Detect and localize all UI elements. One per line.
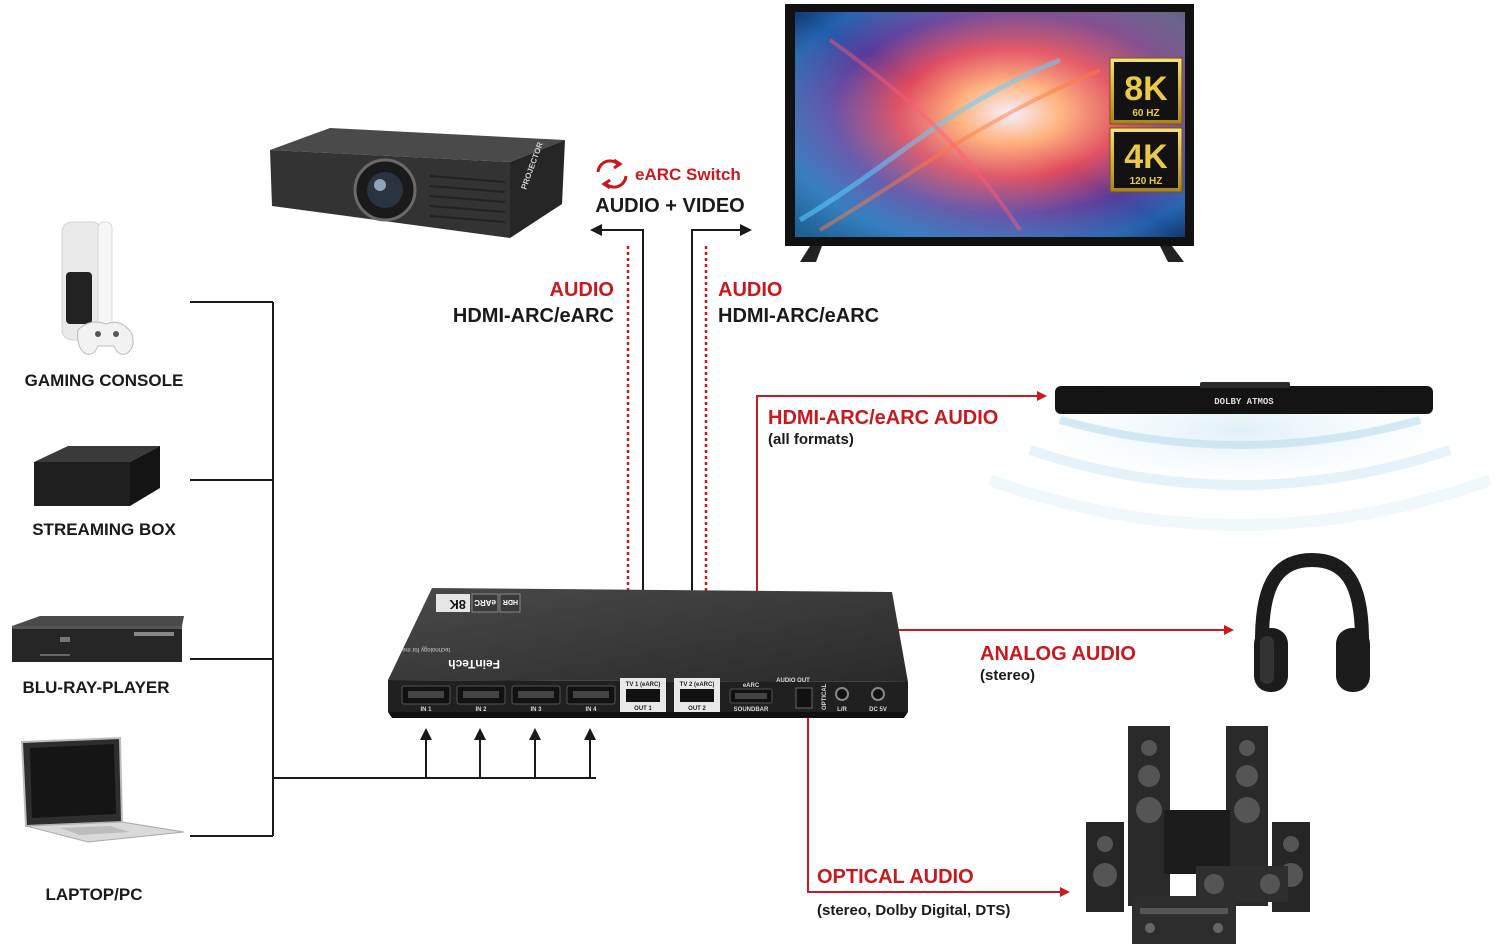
left-audio-title: AUDIO — [550, 279, 614, 301]
input-arrows — [420, 728, 596, 778]
device-logo: FT — [786, 594, 818, 624]
soundbar-audio-sub: (all formats) — [768, 431, 854, 448]
laptop-label: LAPTOP/PC — [46, 885, 143, 904]
bluray-player-label: BLU-RAY-PLAYER — [22, 678, 169, 697]
laptop-icon — [20, 736, 185, 843]
svg-text:IN 4: IN 4 — [585, 707, 597, 713]
hdmi-in-3-port: IN 3 — [511, 685, 561, 713]
svg-text:DOLBY ATMOS: DOLBY ATMOS — [1214, 397, 1274, 407]
svg-text:OPTICAL: OPTICAL — [822, 683, 828, 710]
hdmi-in-1-port: IN 1 — [401, 685, 451, 713]
tv-badge-4k: 4K 120 HZ — [1109, 127, 1183, 193]
optical-audio-title: OPTICAL AUDIO — [817, 866, 974, 888]
svg-text:OUT 2: OUT 2 — [688, 706, 706, 712]
audio-video-label: AUDIO + VIDEO — [595, 195, 744, 217]
optical-port: OPTICAL — [795, 683, 828, 710]
projector-icon: PROJECTOR — [270, 128, 565, 238]
svg-text:IN 2: IN 2 — [475, 707, 487, 713]
video-output-lines — [590, 224, 752, 672]
soundbar-audio-title: HDMI-ARC/eARC AUDIO — [768, 407, 998, 429]
dc-port: DC 5V — [869, 687, 887, 713]
optical-line — [807, 716, 1070, 897]
svg-text:IN 3: IN 3 — [530, 707, 542, 713]
svg-text:TV 2 (eARC): TV 2 (eARC) — [680, 682, 715, 688]
device-badge-earc: eARC — [474, 598, 496, 607]
right-audio-sub: HDMI-ARC/eARC — [718, 305, 879, 327]
gaming-console-label: GAMING CONSOLE — [25, 371, 184, 390]
soundbar-line — [756, 391, 1047, 672]
left-audio-sub: HDMI-ARC/eARC — [453, 305, 614, 327]
svg-text:4K: 4K — [1124, 138, 1168, 176]
bluray-player-icon — [12, 616, 184, 662]
svg-text:DC 5V: DC 5V — [869, 707, 887, 713]
earc-switch-title: eARC Switch — [635, 165, 741, 184]
hdmi-out-1-port: TV 1 (eARC) OUT 1 — [620, 678, 666, 712]
soundbar-icon: DOLBY ATMOS — [1055, 382, 1433, 414]
streaming-box-label: STREAMING BOX — [32, 520, 176, 539]
feintech-switch-device: FT FeinTech technology for me 8K eARC HD… — [388, 588, 908, 718]
streaming-box-icon — [34, 446, 160, 506]
hdmi-in-4-port: IN 4 — [566, 685, 616, 713]
svg-text:8K: 8K — [1124, 70, 1168, 108]
lr-port: L/R — [835, 687, 849, 713]
hdmi-out-2-port: TV 2 (eARC) OUT 2 — [674, 678, 720, 712]
device-badge-8k: 8K — [449, 597, 466, 612]
right-audio-title: AUDIO — [718, 279, 782, 301]
speaker-system-icon — [1086, 726, 1310, 944]
svg-text:L/R: L/R — [837, 707, 847, 713]
audio-out-label: AUDIO OUT — [776, 678, 810, 684]
earc-soundbar-port: eARC SOUNDBAR — [729, 683, 773, 713]
svg-text:OUT 1: OUT 1 — [634, 706, 652, 712]
headphones-icon — [1254, 552, 1370, 692]
svg-text:SOUNDBAR: SOUNDBAR — [734, 707, 769, 713]
source-connection-lines — [190, 301, 596, 837]
earc-switch-icon — [596, 158, 628, 190]
tv-badge-8k: 8K 60 HZ — [1109, 57, 1183, 125]
analog-audio-title: ANALOG AUDIO — [980, 643, 1136, 665]
optical-audio-sub: (stereo, Dolby Digital, DTS) — [817, 902, 1010, 919]
device-badge-hdr: HDR — [503, 598, 518, 605]
svg-text:120 HZ: 120 HZ — [1130, 176, 1163, 187]
svg-text:IN 1: IN 1 — [420, 707, 432, 713]
hdmi-in-2-port: IN 2 — [456, 685, 506, 713]
svg-text:60 HZ: 60 HZ — [1132, 108, 1159, 119]
device-brand-tagline: technology for me — [402, 646, 450, 652]
analog-audio-sub: (stereo) — [980, 667, 1035, 684]
device-brand-name: FeinTech — [448, 657, 500, 671]
arc-return-lines — [623, 246, 711, 670]
gaming-console-icon — [61, 221, 134, 355]
svg-text:TV 1 (eARC): TV 1 (eARC) — [626, 682, 661, 688]
svg-text:eARC: eARC — [743, 683, 760, 689]
